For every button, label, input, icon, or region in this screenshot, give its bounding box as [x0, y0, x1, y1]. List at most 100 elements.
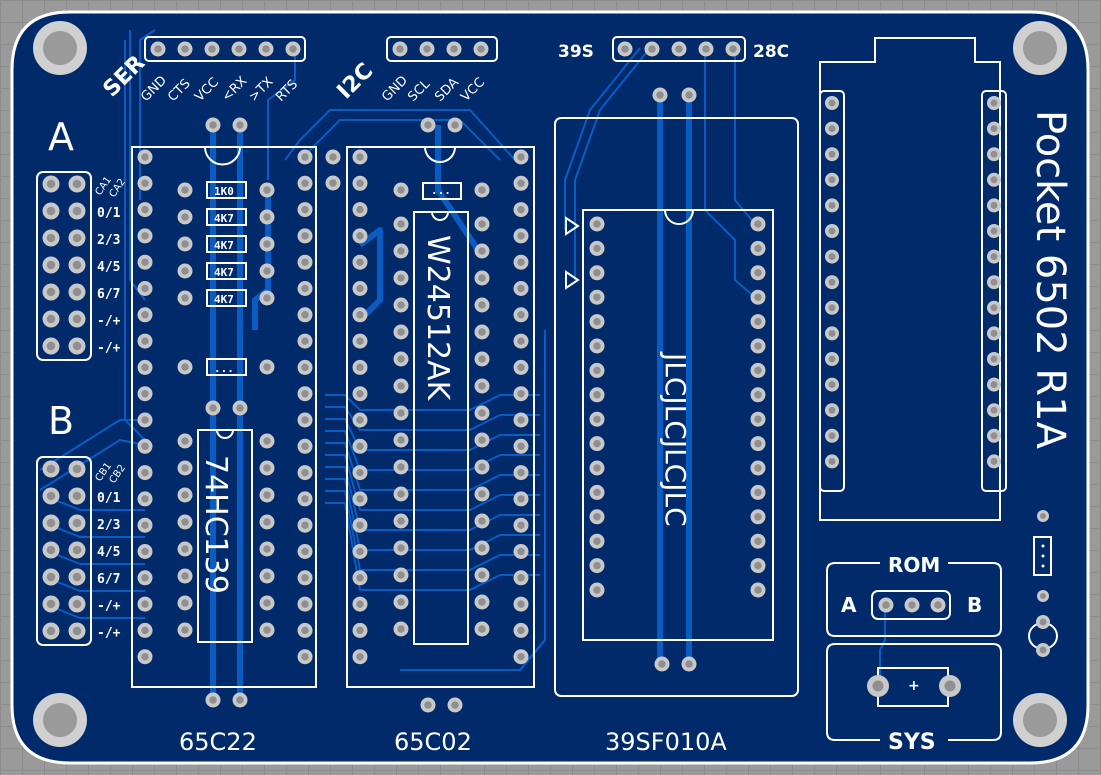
port-a-label: A [48, 115, 74, 159]
pad-hole [478, 571, 486, 579]
resistor-label: 4K7 [214, 239, 234, 252]
port-b-row-label: 0/1 [97, 491, 121, 506]
pad-hole [141, 284, 149, 293]
pad-hole [517, 495, 525, 503]
pad-hole [828, 329, 836, 337]
pad-hole [828, 278, 836, 286]
pad-hole [754, 391, 762, 399]
pad-hole [478, 382, 486, 390]
pad-hole [517, 232, 525, 240]
module-header-right [981, 90, 1007, 492]
pad-hole [754, 220, 762, 228]
pad-hole [263, 267, 271, 275]
pad-hole [754, 537, 762, 545]
pad-hole [263, 545, 271, 553]
pad-hole [46, 491, 56, 501]
pad-hole [944, 680, 956, 692]
pad-hole [1040, 513, 1046, 519]
pin1-arrow [565, 216, 580, 236]
pad-hole [181, 294, 189, 302]
pad-hole [424, 701, 432, 709]
rom-jumper-header [871, 590, 951, 620]
pad-hole [517, 389, 525, 398]
pad-hole [46, 341, 56, 351]
pad-hole [141, 258, 149, 266]
pad-hole [208, 45, 216, 53]
pad-hole [356, 495, 364, 503]
pad-hole [621, 45, 629, 53]
pad-hole [754, 415, 762, 423]
pad-hole [181, 572, 189, 580]
rom-jumper-label: ROM [888, 553, 940, 577]
pad-hole [356, 284, 364, 293]
pad-hole [301, 389, 309, 398]
pad-hole [356, 311, 364, 319]
resistor-label: 1K0 [214, 185, 234, 198]
pad-hole [141, 626, 149, 635]
bus-trace [400, 505, 546, 671]
pad-hole [301, 600, 309, 608]
pad-hole [397, 544, 405, 552]
pad-hole [478, 220, 486, 228]
port-b-row-label: -/+ [97, 599, 121, 614]
pad-hole [301, 495, 309, 503]
pad-hole [181, 491, 189, 499]
rom-jumper-box [826, 562, 1002, 637]
pad-hole [72, 179, 82, 189]
pad-hole [517, 284, 525, 293]
pad-hole [263, 464, 271, 472]
pad-hole [517, 652, 525, 661]
pad-hole [263, 599, 271, 607]
port-b-row-label: 4/5 [97, 545, 120, 560]
port-a-row-label: -/+ [97, 314, 121, 329]
port-a-header-outline [36, 171, 92, 361]
pad-hole [301, 652, 309, 661]
pad-hole [46, 206, 56, 216]
pad-hole [356, 389, 364, 398]
pad-hole [729, 45, 737, 53]
eeprom-trace [357, 227, 383, 323]
pad-hole [397, 220, 405, 228]
pad-hole [593, 464, 601, 472]
pad-hole [356, 337, 364, 345]
pad-hole [593, 488, 601, 497]
pad-hole [1039, 618, 1047, 626]
pad-hole [301, 258, 309, 266]
pad-hole [754, 269, 762, 277]
pad-hole [141, 600, 149, 608]
rom-chip-label: 39SF010A [605, 728, 727, 756]
pad-hole [1040, 593, 1046, 599]
dot [1041, 554, 1045, 558]
pad-hole [828, 150, 836, 158]
pad-hole [648, 45, 656, 53]
pad-hole [397, 625, 405, 633]
pad-hole [593, 537, 601, 545]
pads-layer [33, 21, 1067, 747]
pad-hole [517, 311, 525, 319]
pad-hole [301, 179, 309, 188]
pad-hole [356, 258, 364, 266]
pad-hole [209, 121, 217, 129]
pad-hole [356, 626, 364, 635]
pad-hole [593, 439, 601, 448]
pad-hole [478, 328, 486, 336]
pad-hole [356, 232, 364, 240]
port-a-row-label: 4/5 [97, 260, 120, 275]
pad-hole [990, 381, 998, 389]
port-b-trace [39, 419, 145, 471]
pad-hole [181, 240, 189, 248]
pad-hole [46, 260, 56, 270]
dot [1041, 564, 1045, 568]
pad-hole [141, 442, 149, 451]
pad-hole [356, 179, 364, 188]
pad-hole [828, 381, 836, 389]
port-b-label: B [48, 399, 74, 443]
pad-hole [263, 437, 271, 445]
pad-hole [754, 439, 762, 448]
decoder-chip-label: 74HC139 [198, 455, 233, 594]
pad-hole [828, 99, 836, 107]
pad-hole [397, 382, 405, 390]
rom-select-header-outline [612, 36, 746, 62]
sys-jumper-symbol: + [908, 678, 920, 694]
pad-hole [356, 363, 364, 372]
